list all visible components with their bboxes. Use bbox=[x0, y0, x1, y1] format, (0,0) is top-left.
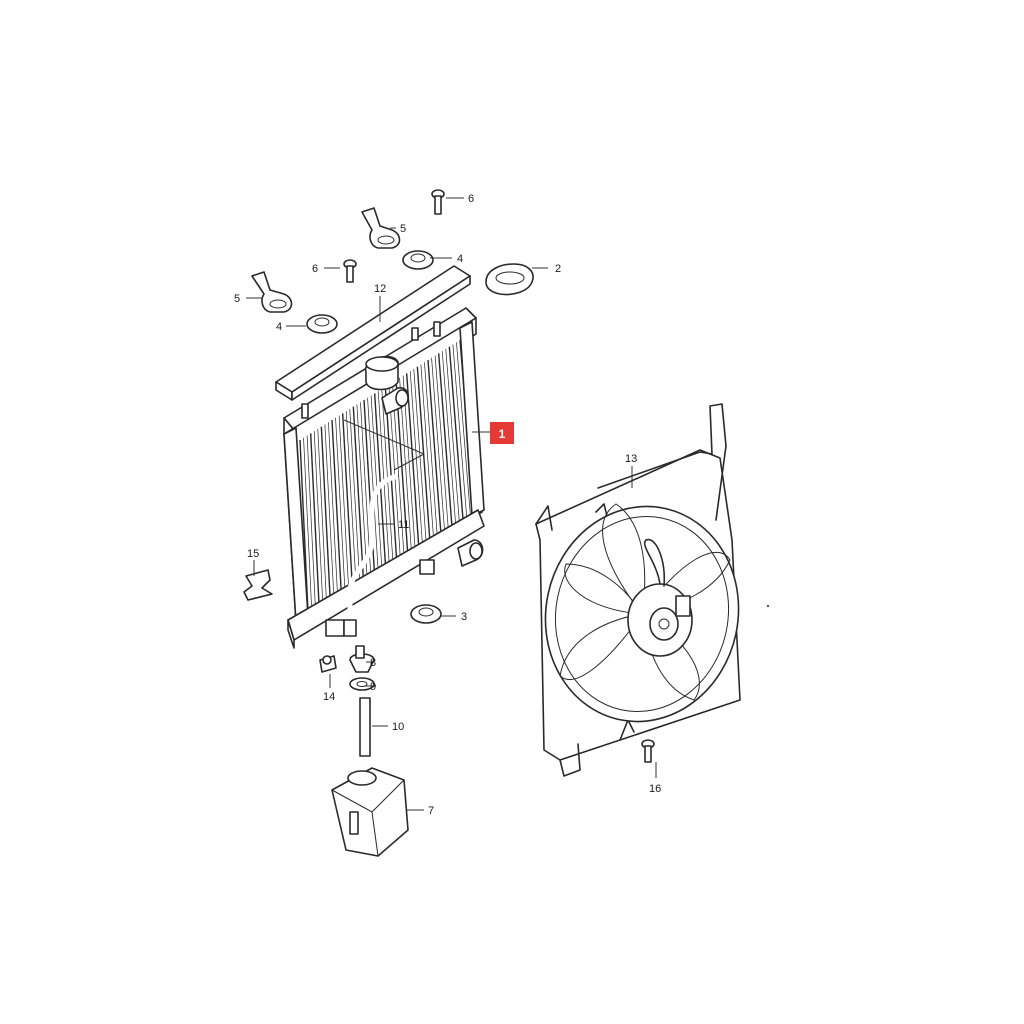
core-fin-line bbox=[456, 342, 471, 515]
core-fin-line bbox=[420, 364, 434, 537]
core-fin-line bbox=[324, 424, 335, 597]
core-fin-line bbox=[431, 357, 445, 530]
callout-2: 2 bbox=[555, 263, 561, 275]
bolt-upper-right bbox=[431, 189, 445, 215]
callout-7: 7 bbox=[428, 805, 434, 817]
core-fin-line bbox=[377, 391, 390, 564]
callout-16: 16 bbox=[649, 783, 661, 795]
reservoir-pipe bbox=[359, 697, 371, 757]
callout-11: 11 bbox=[398, 519, 409, 531]
radiator-cap bbox=[485, 263, 534, 296]
callout-5-left: 5 bbox=[234, 293, 240, 305]
core-fin-line bbox=[373, 393, 387, 566]
grommet-washer bbox=[349, 677, 375, 691]
core-fin-line bbox=[309, 433, 320, 606]
callout-10: 10 bbox=[392, 721, 404, 733]
core-fin-line bbox=[416, 366, 431, 539]
core-fin-line bbox=[328, 422, 338, 595]
mounting-rubber-lower bbox=[410, 604, 442, 624]
upper-bracket-left bbox=[251, 271, 293, 313]
reservoir-cap-fitting bbox=[349, 645, 375, 673]
callout-6-right: 6 bbox=[468, 193, 474, 205]
reservoir-tank bbox=[331, 767, 409, 857]
clip-fastener bbox=[319, 655, 337, 673]
callout-12: 12 bbox=[374, 283, 386, 295]
core-fin-line bbox=[352, 406, 365, 579]
callout-3: 3 bbox=[461, 611, 467, 623]
core-fin-line bbox=[341, 413, 353, 586]
fan-shroud-assembly bbox=[535, 403, 741, 777]
core-fin-line bbox=[409, 371, 423, 544]
core-fin-line bbox=[367, 397, 379, 570]
core-fin-line bbox=[448, 346, 464, 519]
callout-labels: 1 2 3 4 4 5 5 6 6 7 8 9 10 11 12 13 14 1… bbox=[234, 193, 661, 817]
core-fin-line bbox=[370, 395, 383, 568]
mounting-rubber-upper-right bbox=[402, 250, 434, 270]
core-fin-line bbox=[320, 426, 331, 599]
callout-13: 13 bbox=[625, 453, 637, 465]
core-fin-line bbox=[349, 408, 360, 581]
core-fin-line bbox=[424, 362, 438, 535]
core-fin-line bbox=[452, 344, 467, 517]
overflow-hose bbox=[343, 473, 399, 637]
core-fin-line bbox=[388, 384, 401, 557]
callout-leaders bbox=[246, 197, 657, 811]
upper-bracket-bar bbox=[275, 265, 471, 401]
callout-5-right: 5 bbox=[400, 223, 406, 235]
core-fin-line bbox=[331, 419, 342, 593]
core-fin-line bbox=[384, 386, 398, 559]
stray-mark bbox=[766, 604, 770, 608]
callout-9: 9 bbox=[370, 681, 376, 693]
callout-14: 14 bbox=[323, 691, 335, 703]
radiator bbox=[283, 307, 485, 649]
core-fin-line bbox=[441, 351, 456, 524]
core-fin-line bbox=[303, 437, 313, 610]
callout-6-left: 6 bbox=[312, 263, 318, 275]
callout-8: 8 bbox=[370, 657, 376, 669]
core-fin-line bbox=[427, 359, 442, 533]
core-fin-line bbox=[338, 415, 349, 588]
upper-bracket-right bbox=[361, 207, 401, 249]
core-fin-line bbox=[405, 373, 420, 546]
callout-15: 15 bbox=[247, 548, 259, 560]
mounting-rubber-upper-left bbox=[306, 314, 338, 334]
core-fin-line bbox=[335, 417, 346, 590]
core-fin-line bbox=[434, 355, 449, 528]
callout-4-left: 4 bbox=[276, 321, 282, 333]
core-fin-line bbox=[445, 348, 460, 521]
callout-4-right: 4 bbox=[457, 253, 463, 265]
core-fin-line bbox=[313, 431, 324, 604]
bolt-upper-left bbox=[343, 259, 357, 283]
callout-1[interactable]: 1 bbox=[499, 427, 506, 441]
core-fin-line bbox=[437, 353, 453, 526]
callout-1-highlight[interactable] bbox=[490, 422, 514, 444]
hose-clamp bbox=[243, 569, 273, 601]
core-fin-line bbox=[381, 388, 394, 561]
core-fin-line bbox=[413, 368, 427, 541]
core-fin-line bbox=[306, 435, 316, 608]
core-fin-line bbox=[317, 428, 327, 601]
core-fin-line bbox=[356, 404, 368, 577]
core-fin-line bbox=[345, 411, 357, 584]
